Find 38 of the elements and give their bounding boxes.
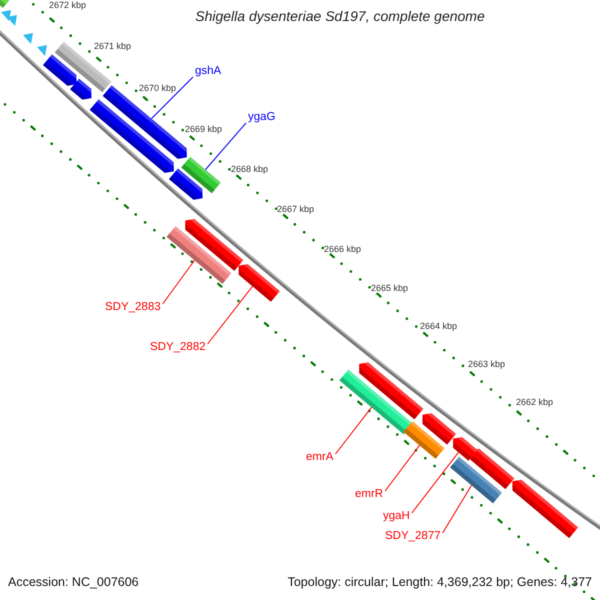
gene-feature — [181, 156, 221, 194]
scale-label: 2672 kbp — [49, 0, 86, 10]
gene-label: ygaH — [383, 510, 410, 522]
scale-label: 2669 kbp — [185, 124, 222, 134]
scale-label: 2662 kbp — [516, 397, 554, 407]
gene-label: ygaG — [248, 111, 276, 123]
scale-label: 2671 kbp — [94, 41, 132, 51]
gene-label: SDY_2877 — [385, 530, 441, 542]
gene-feature — [166, 226, 232, 284]
leader-line — [205, 122, 246, 170]
leader-line — [162, 260, 195, 304]
gene-label: SDY_2883 — [105, 301, 161, 313]
gene-feature — [403, 421, 445, 459]
scale-label: 2668 kbp — [231, 164, 268, 174]
scale-label: 2665 kbp — [371, 283, 408, 293]
gene-feature — [450, 456, 502, 504]
genome-stats-text: Topology: circular; Length: 4,369,232 bp; Genes: 4,377 — [288, 575, 592, 589]
gene-feature — [102, 85, 187, 159]
genome-title: Shigella dysenteriae Sd197, complete genome — [194, 8, 486, 24]
accession-text: Accession: NC_007606 — [8, 575, 139, 589]
gene-label: SDY_2882 — [150, 341, 206, 353]
leader-line — [151, 76, 194, 120]
gene-label: gshA — [195, 65, 222, 77]
gene-label: emrA — [306, 451, 334, 463]
gene-label: emrR — [355, 488, 384, 500]
gene-feature — [339, 370, 413, 434]
gene-feature — [238, 264, 280, 302]
leader-line — [384, 444, 420, 492]
leader-line — [442, 484, 472, 534]
leader-line — [207, 286, 253, 344]
scale-label: 2670 kbp — [139, 83, 176, 93]
scale-label: 2664 kbp — [420, 321, 458, 331]
leader-line — [411, 452, 459, 514]
gene-feature — [453, 437, 478, 461]
leader-line — [334, 406, 372, 454]
scale-label: 2667 kbp — [277, 204, 314, 214]
scale-label: 2663 kbp — [468, 359, 506, 369]
scale-label: 2666 kbp — [324, 244, 362, 254]
